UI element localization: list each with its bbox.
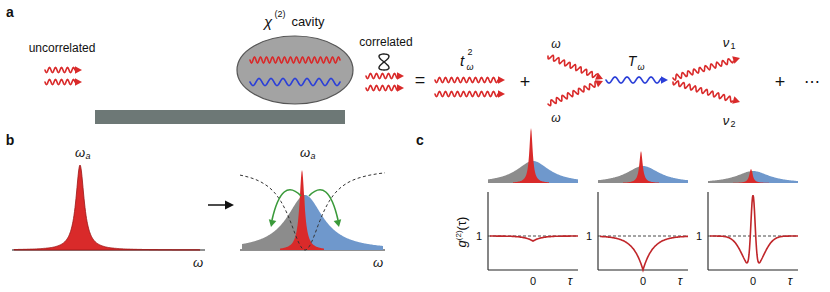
photon-arrow — [435, 78, 498, 83]
photon-arrow — [548, 81, 596, 105]
spectrum-lobe — [305, 195, 383, 250]
green-arrow — [309, 190, 338, 220]
state-label: uncorrelated — [29, 42, 96, 54]
correlation-knot — [379, 54, 389, 70]
axis-label: (2) — [454, 230, 463, 240]
waveguide — [95, 110, 345, 124]
generated-art — [14, 54, 798, 270]
axis-label: τ — [788, 275, 793, 287]
ellipsis: ⋯ — [804, 74, 820, 90]
axis-label: g(2)(τ) — [455, 217, 468, 248]
correlation-curve — [710, 195, 798, 263]
arrow-head — [732, 56, 740, 63]
frequency-label: ω — [75, 146, 85, 159]
spectrum-peak — [280, 170, 324, 250]
process-arrow — [208, 204, 226, 206]
tick-label: 1 — [696, 231, 702, 242]
photon-arrow — [366, 86, 397, 91]
frequency-label: ω — [300, 146, 310, 159]
spectrum-peak — [14, 165, 200, 250]
arrow-head — [269, 219, 277, 227]
plus-sign: + — [520, 73, 531, 91]
panel-letter: a — [6, 5, 14, 19]
axis-line — [708, 269, 798, 270]
inset-peak — [513, 128, 549, 183]
axis-line — [597, 192, 598, 270]
plus-sign: + — [775, 73, 786, 91]
cavity-field — [250, 79, 340, 86]
green-arrow — [272, 190, 301, 220]
subscript: ω — [466, 63, 473, 72]
subscript: 1 — [730, 42, 735, 51]
superscript: (2) — [275, 10, 286, 19]
arrow-head — [334, 219, 342, 227]
axis-line — [487, 192, 488, 270]
arrow-head — [498, 76, 505, 84]
math-symbol: χ — [264, 14, 272, 29]
reference-line — [598, 236, 688, 237]
arrow-head — [661, 76, 668, 84]
frequency-label: ν — [723, 36, 730, 49]
arrow-head — [732, 96, 740, 103]
state-label: correlated — [359, 36, 412, 48]
cavity — [237, 36, 353, 104]
arrow-head — [595, 73, 603, 80]
arrow-head — [397, 84, 404, 92]
correlation-curve — [600, 236, 688, 270]
photon-arrow — [673, 81, 733, 102]
tick-label: 1 — [476, 231, 482, 242]
axis-line — [488, 269, 578, 270]
inset-spectrum — [533, 161, 578, 183]
arrow-head — [75, 66, 82, 74]
inset-peak — [733, 169, 769, 183]
photon-arrow — [366, 74, 397, 79]
axis-label: g — [455, 240, 470, 247]
tick-label: 0 — [640, 276, 646, 287]
cavity-field — [250, 57, 340, 63]
panel-letter: c — [416, 133, 424, 147]
frequency-label: ω — [551, 38, 560, 50]
cavity-label: cavity — [291, 15, 324, 28]
inset-spectrum — [753, 171, 798, 183]
correlation-curve — [490, 236, 578, 241]
photon-arrow — [45, 68, 75, 73]
subscript: 2 — [730, 120, 735, 129]
arrow-head — [397, 72, 404, 80]
arrow-head — [225, 201, 234, 210]
arrow-head — [595, 80, 603, 87]
equals-sign: = — [415, 71, 426, 89]
photon-arrow — [548, 55, 597, 77]
panel-letter: b — [6, 133, 15, 147]
tick-label: 0 — [530, 276, 536, 287]
photon-arrow — [435, 92, 498, 97]
math-symbol: t — [460, 53, 464, 68]
inset-peak — [623, 151, 659, 183]
frequency-label: ω — [551, 112, 560, 124]
math-symbol: T — [628, 54, 637, 68]
photon-arrow — [673, 59, 733, 80]
inset-spectrum — [643, 166, 688, 183]
axis-label: (τ) — [455, 217, 470, 231]
photon-arrow — [606, 77, 661, 83]
arrow-head — [498, 90, 505, 98]
tick-label: 1 — [586, 231, 592, 242]
axis-label: ω — [373, 256, 383, 269]
axis-label: ω — [193, 256, 203, 269]
photon-arrow — [45, 80, 75, 85]
frequency-label: ν — [723, 114, 730, 127]
subscript: a — [85, 152, 90, 161]
filter-curve — [240, 173, 385, 250]
axis-line — [707, 192, 708, 270]
superscript: 2 — [467, 48, 472, 57]
axis-label: τ — [678, 275, 683, 287]
subscript: ω — [637, 63, 644, 72]
axis-label: τ — [568, 275, 573, 287]
subscript: a — [310, 152, 315, 161]
arrow-head — [75, 78, 82, 86]
tick-label: 0 — [750, 276, 756, 287]
